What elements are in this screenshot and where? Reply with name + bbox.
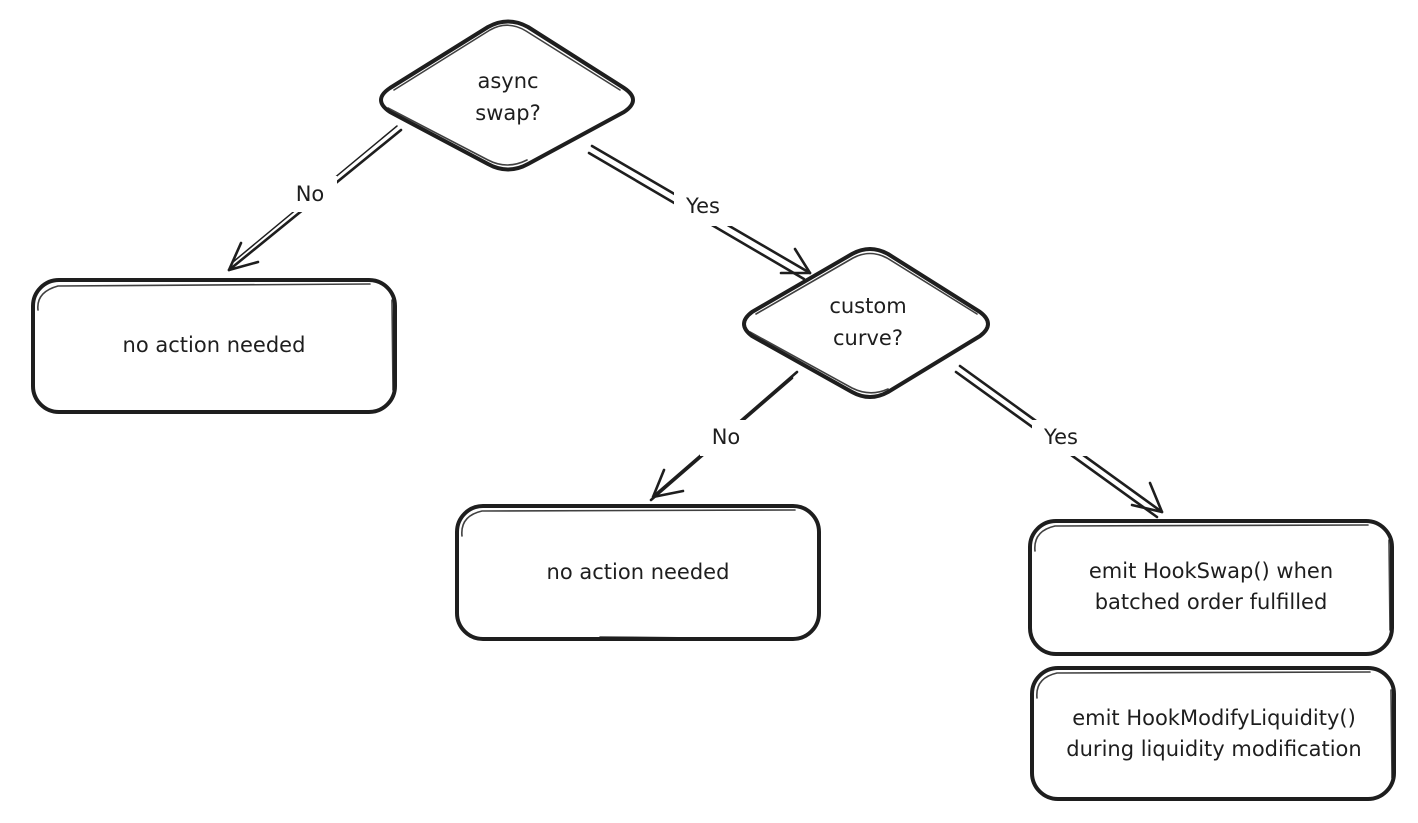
box-no-action-center-text: no action needed	[547, 560, 730, 584]
box-emit-hookswap: emit HookSwap() when batched order fulfi…	[1028, 519, 1394, 656]
edge-label-curve-yes: Yes	[1043, 425, 1078, 449]
edge-label-async-yes: Yes	[685, 194, 720, 218]
edge-label-async-no: No	[296, 182, 325, 206]
box-emit-modify-line1: emit HookModifyLiquidity()	[1072, 706, 1356, 730]
box-no-action-left-text: no action needed	[123, 333, 306, 357]
decision-custom-curve-line1: custom	[829, 294, 906, 318]
edge-curve-yes: Yes	[954, 364, 1164, 519]
decision-async-swap-line2: swap?	[475, 101, 540, 125]
box-emit-hookswap-line2: batched order fulfilled	[1095, 590, 1328, 614]
box-emit-hookswap-line1: emit HookSwap() when	[1089, 559, 1333, 583]
decision-async-swap-line1: async	[477, 69, 538, 93]
edge-curve-no: No	[649, 370, 799, 502]
box-no-action-center: no action needed	[455, 504, 821, 641]
decision-async-swap: async swap?	[379, 19, 635, 172]
decision-custom-curve-line2: curve?	[833, 326, 903, 350]
box-emit-modify-liquidity: emit HookModifyLiquidity() during liquid…	[1030, 666, 1396, 801]
edge-label-curve-no: No	[712, 425, 741, 449]
edge-async-yes: Yes	[587, 144, 812, 281]
box-no-action-left: no action needed	[31, 278, 397, 414]
edge-async-no: No	[227, 125, 403, 272]
box-emit-modify-line2: during liquidity modification	[1066, 737, 1361, 761]
decision-custom-curve: custom curve?	[742, 247, 990, 399]
